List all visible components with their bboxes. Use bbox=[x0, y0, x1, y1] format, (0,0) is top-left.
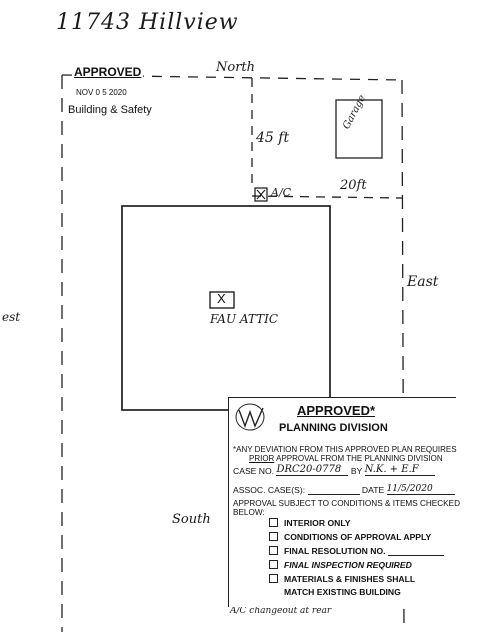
checkbox bbox=[269, 574, 278, 583]
stamp-division: PLANNING DIVISION bbox=[279, 422, 388, 434]
stamp-warning-line2: PRIOR APPROVAL FROM THE PLANNING DIVISIO… bbox=[249, 454, 443, 463]
stamp-warning-prior: PRIOR bbox=[249, 454, 275, 463]
stamp-warning-rest: APPROVAL FROM THE PLANNING DIVISION bbox=[274, 454, 443, 463]
checkbox bbox=[269, 560, 278, 569]
planning-logo-icon bbox=[235, 403, 265, 431]
checkbox bbox=[269, 532, 278, 541]
stamp-item-conditions: CONDITIONS OF APPROVAL APPLY bbox=[269, 532, 431, 542]
north-label: North bbox=[216, 60, 256, 75]
stamp-title: APPROVED* bbox=[297, 403, 376, 418]
stamp-subject-line1: APPROVAL SUBJECT TO CONDITIONS & ITEMS C… bbox=[233, 499, 461, 508]
fau-attic-label: FAU ATTIC bbox=[210, 312, 279, 326]
ac-unit-box bbox=[254, 187, 268, 202]
stamp-assoc-row: ASSOC. CASE(S): DATE 11/5/2020 bbox=[233, 484, 455, 495]
width-dimension: 20ft bbox=[340, 178, 367, 193]
house-outline bbox=[121, 205, 331, 411]
date-value: 11/5/2020 bbox=[386, 484, 455, 495]
stamp-item-materials-cont: MATCH EXISTING BUILDING bbox=[284, 587, 401, 597]
assoc-case-label: ASSOC. CASE(S): bbox=[233, 485, 306, 495]
case-number: DRC20-0778 bbox=[276, 464, 349, 476]
stamp-item-inspection: FINAL INSPECTION REQUIRED bbox=[269, 560, 412, 570]
by-label: BY bbox=[350, 466, 363, 476]
stamp-item-materials: MATERIALS & FINISHES SHALL bbox=[269, 574, 415, 584]
stamp-warning-line1: *ANY DEVIATION FROM THIS APPROVED PLAN R… bbox=[233, 445, 457, 454]
stamp-item-interior: INTERIOR ONLY bbox=[269, 518, 351, 528]
garage-outline bbox=[335, 99, 383, 159]
stamp-case-row: CASE NO. DRC20-0778 BY N.K. + E.F bbox=[233, 464, 435, 476]
checkbox bbox=[269, 546, 278, 555]
date-label: DATE bbox=[361, 485, 385, 495]
depth-dimension: 45 ft bbox=[256, 130, 290, 146]
building-safety-label: Building & Safety bbox=[68, 104, 152, 116]
fau-x-mark: X bbox=[217, 291, 226, 306]
ac-changeout-note: A/C changeout at rear bbox=[230, 606, 332, 616]
address-handwritten: 11743 Hillview bbox=[56, 10, 239, 35]
east-label: East bbox=[407, 274, 439, 290]
stamp-subject-line2: BELOW: bbox=[233, 508, 265, 517]
by-value: N.K. + E.F bbox=[364, 464, 435, 476]
south-label: South bbox=[172, 512, 211, 527]
building-approved-date: NOV 0 5 2020 bbox=[76, 88, 127, 97]
planning-approval-stamp: APPROVED* PLANNING DIVISION *ANY DEVIATI… bbox=[228, 397, 460, 607]
checkbox bbox=[269, 518, 278, 527]
fau-box bbox=[209, 291, 235, 309]
case-label: CASE NO. bbox=[233, 466, 275, 476]
stamp-item-resolution: FINAL RESOLUTION NO. bbox=[269, 546, 444, 556]
building-approved-stamp: APPROVED bbox=[72, 65, 144, 79]
ac-label: A/C bbox=[271, 186, 292, 199]
west-label: est bbox=[2, 310, 21, 324]
